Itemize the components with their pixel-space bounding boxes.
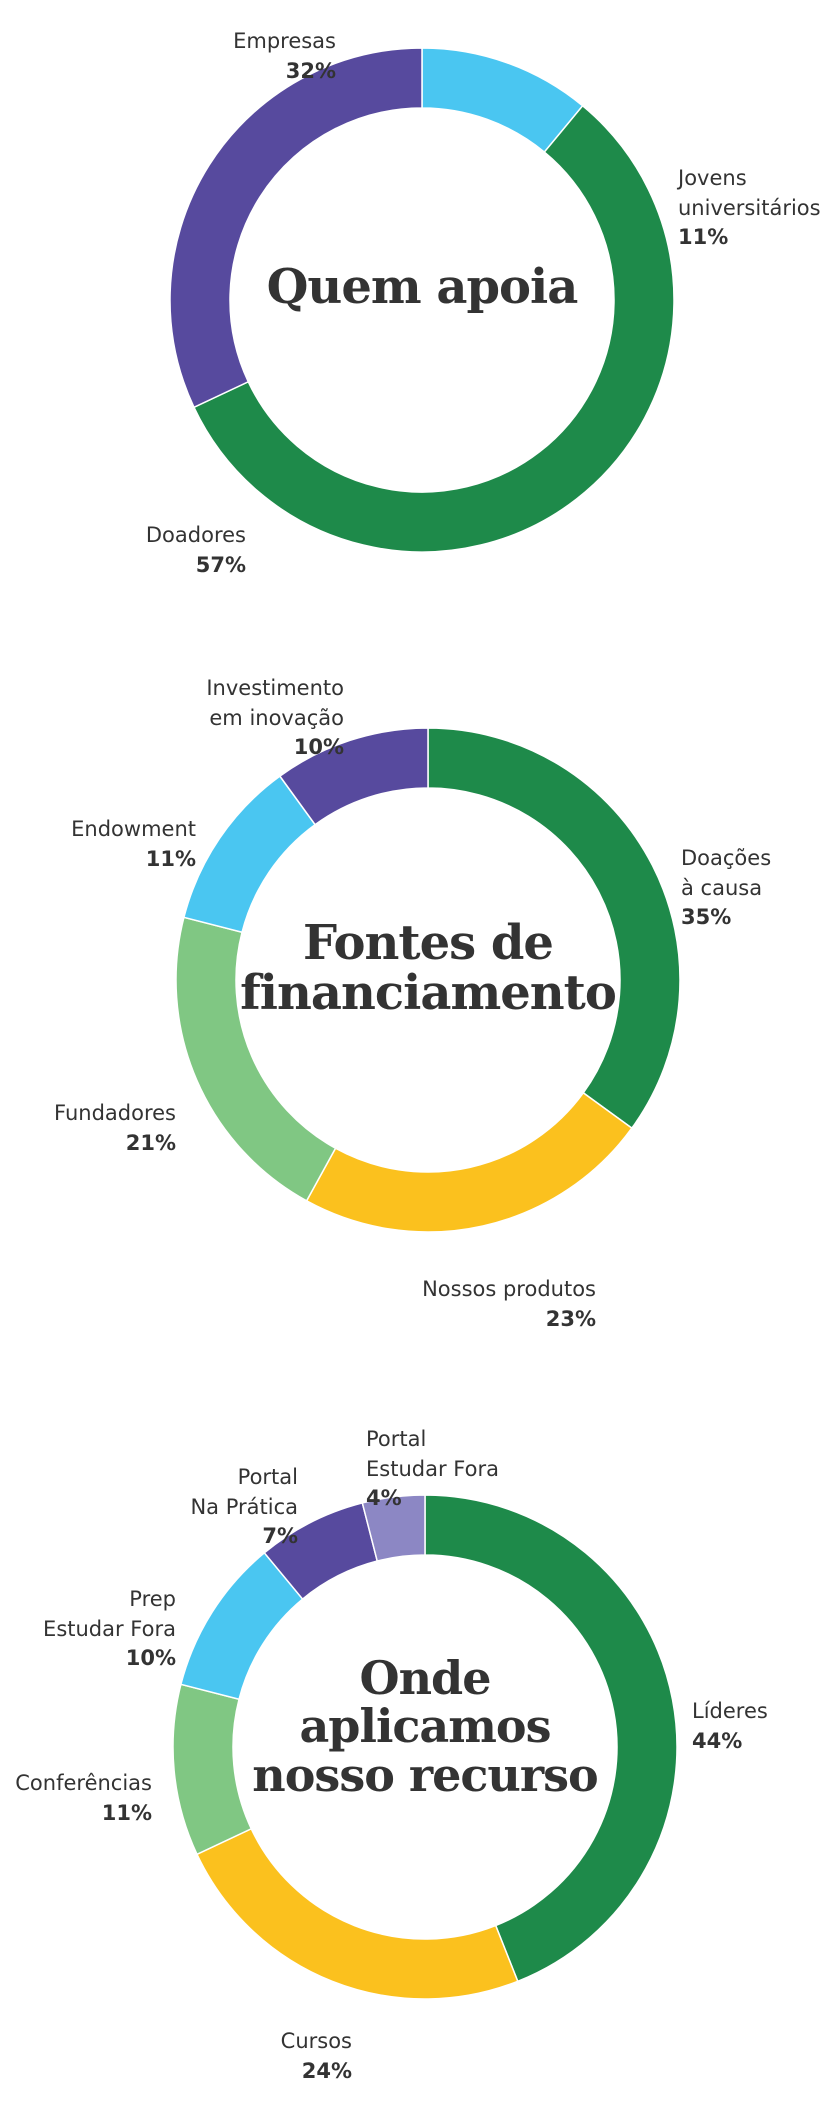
slice-label-doadores: Doadores 57%: [145, 523, 246, 577]
slice-label-jovens-universitarios: Jovens universitários 11%: [678, 166, 821, 250]
donut-slice-1: [305, 1091, 633, 1233]
slice-label-portal-estudar-fora: Portal Estudar Fora 4%: [366, 1427, 499, 1511]
slice-label-cursos: Cursos 24%: [280, 2029, 352, 2083]
chart-title: Quem apoia: [266, 259, 579, 315]
donut-chart-onde-aplicamos: Onde aplicamos nosso recurso Líderes 44%…: [0, 1390, 840, 2082]
donut-slice-1: [192, 104, 675, 553]
donut-slice-5: [361, 1494, 426, 1562]
slice-label-conferencias: Conferências 11%: [15, 1771, 152, 1825]
donut-slice-4: [278, 727, 429, 826]
slice-label-investimento-em-inovacao: Investimento em inovação 10%: [206, 676, 344, 760]
donut-slice-0: [427, 727, 681, 1130]
donut-slice-0: [424, 1494, 678, 1983]
slice-label-lideres: Líderes 44%: [692, 1699, 768, 1753]
donut-slice-3: [183, 775, 317, 934]
donut-svg: [169, 47, 675, 553]
slice-label-endowment: Endowment 11%: [71, 817, 196, 871]
donut-slice-1: [195, 1827, 519, 2000]
slice-label-nossos-produtos: Nossos produtos 23%: [422, 1277, 596, 1331]
donut-svg: [175, 727, 681, 1233]
slice-label-fundadores: Fundadores 21%: [54, 1101, 176, 1155]
chart-title: Onde aplicamos nosso recurso: [252, 1651, 598, 1802]
donut-chart-quem-apoia: Quem apoia Jovens universitários 11% Doa…: [0, 0, 840, 576]
donut-chart-fontes-de-financiamento: Fontes de financiamento Doações à causa …: [0, 640, 840, 1340]
slice-label-doacoes-a-causa: Doações à causa 35%: [681, 846, 772, 930]
slice-label-portal-na-pratica: Portal Na Prática 7%: [190, 1465, 298, 1549]
slice-label-prep-estudar-fora: Prep Estudar Fora 10%: [43, 1587, 176, 1671]
chart-title: Fontes de financiamento: [240, 915, 617, 1022]
donut-svg: [172, 1494, 678, 2000]
slice-label-empresas: Empresas 32%: [233, 29, 336, 83]
donut-slice-2: [169, 47, 423, 409]
